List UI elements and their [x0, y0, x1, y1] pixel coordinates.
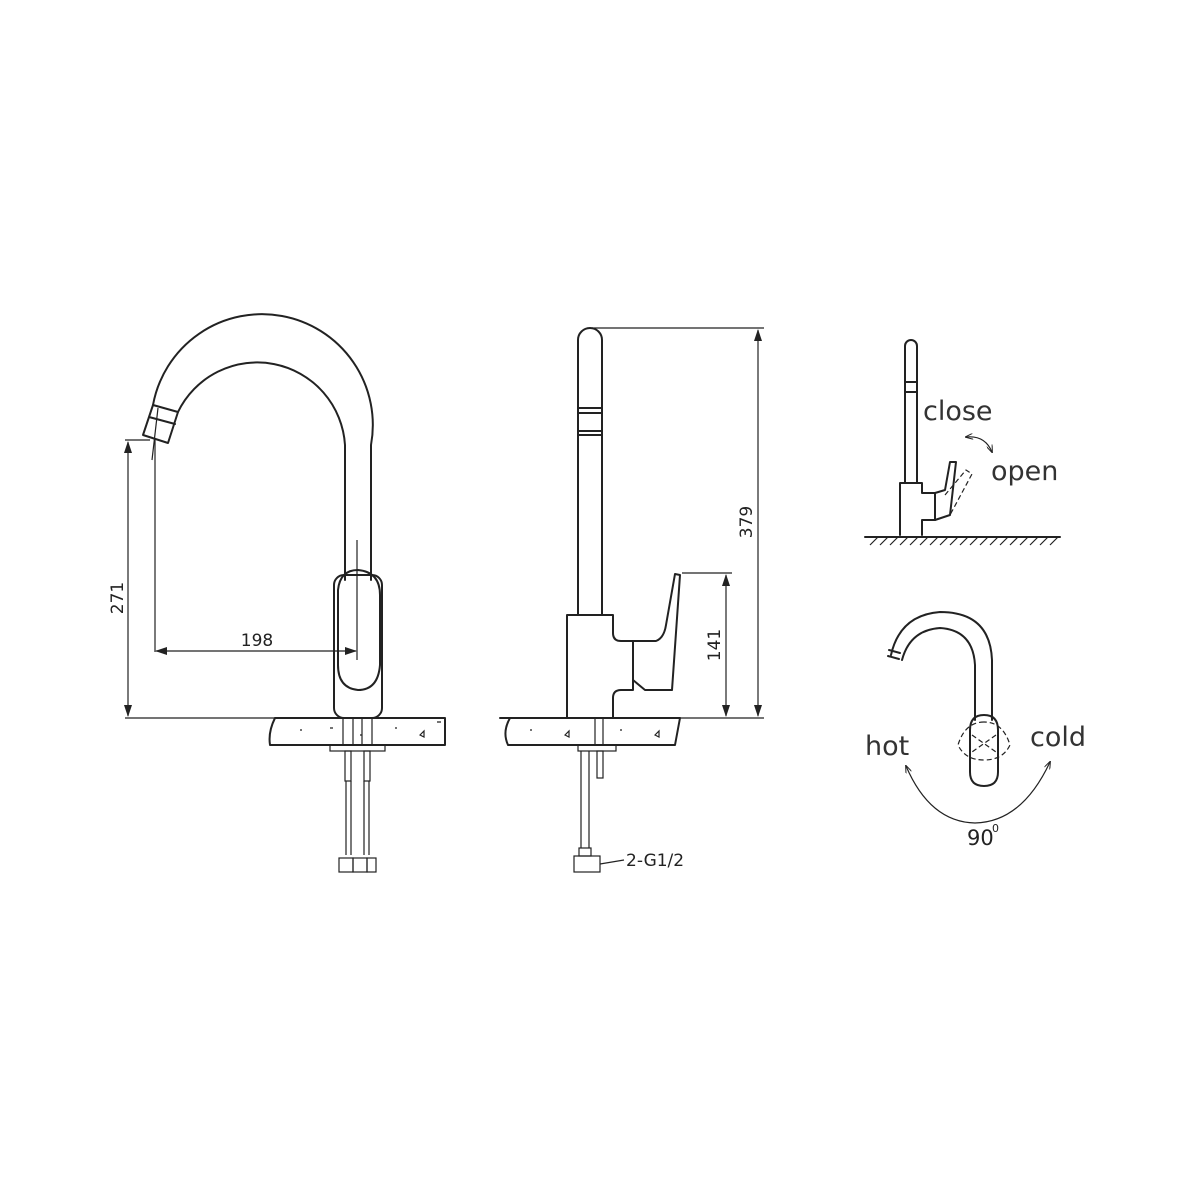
dimension-379-label: 379: [737, 506, 757, 538]
open-label: open: [991, 456, 1058, 487]
front-view: 271 198: [108, 313, 446, 873]
counter-hatching-side: [530, 729, 660, 738]
faucet-body-side: [566, 614, 634, 719]
hot-cold-diagram: hot cold 90 0: [865, 611, 1086, 850]
handle: [337, 569, 381, 691]
spout-side: [577, 327, 603, 616]
lever-side: [632, 573, 681, 691]
rotation-angle-label: 90: [967, 826, 994, 850]
aerator: [142, 404, 179, 444]
gooseneck-spout: [152, 313, 374, 581]
dimension-379: 379: [592, 327, 764, 719]
dimension-198: 198: [155, 631, 357, 655]
hot-label: hot: [865, 731, 909, 762]
countertop: [268, 717, 446, 746]
cold-label: cold: [1030, 722, 1086, 753]
supply-hoses: [329, 717, 386, 873]
supply-hose-side: [573, 717, 625, 873]
open-close-diagram: close open: [864, 339, 1061, 546]
dimension-141: 141: [682, 572, 732, 717]
side-view: 2-G1/2 379 141: [499, 327, 764, 873]
dimension-271: 271: [108, 439, 335, 719]
close-label: close: [923, 396, 993, 427]
dimension-198-label: 198: [241, 631, 273, 651]
degree-symbol: 0: [992, 822, 999, 835]
faucet-body: [333, 574, 383, 719]
counter-hatching: [300, 721, 441, 738]
dimension-141-label: 141: [705, 629, 725, 661]
dimension-271-label: 271: [108, 582, 128, 614]
connection-label: 2-G1/2: [626, 851, 684, 871]
